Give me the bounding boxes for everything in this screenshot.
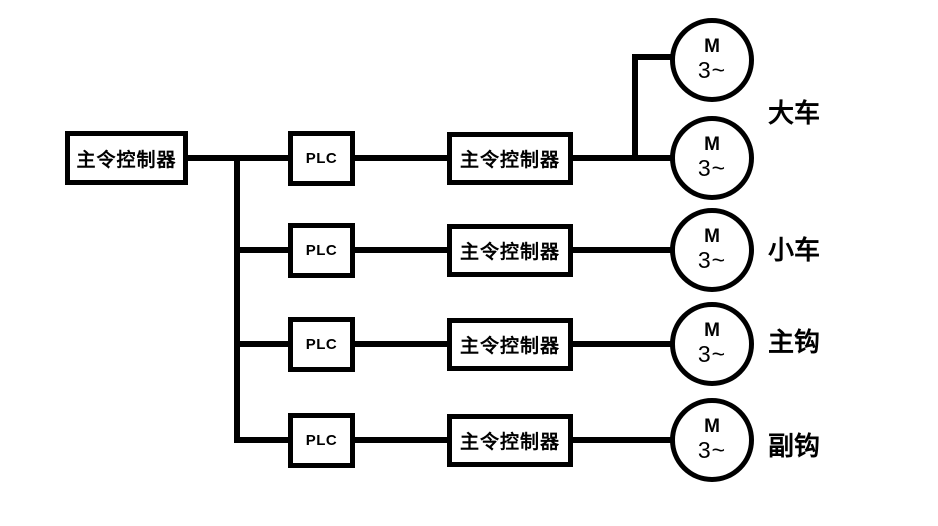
line-controller-to-motor-2 <box>573 247 673 253</box>
plc-label-2: PLC <box>305 242 338 259</box>
line-plc-to-controller-2 <box>355 247 447 253</box>
plc-box-3: PLC <box>288 317 355 372</box>
controller-label-1: 主令控制器 <box>459 150 560 171</box>
plc-label-4: PLC <box>305 432 338 449</box>
plc-box-1: PLC <box>288 131 355 186</box>
controller-box-4: 主令控制器 <box>447 414 573 467</box>
motor-4-phase: 3~ <box>697 436 727 463</box>
controller-box-2: 主令控制器 <box>447 224 573 277</box>
line-bus-to-plc-3 <box>234 341 288 347</box>
motor-3-letter: M <box>704 319 720 341</box>
motor-2-letter: M <box>704 225 720 247</box>
controller-label-2: 主令控制器 <box>459 242 560 263</box>
controller-label-3: 主令控制器 <box>459 336 560 357</box>
motor-1b-letter: M <box>704 133 720 155</box>
line-controller-to-motor-3 <box>573 341 673 347</box>
line-plc-to-controller-1 <box>355 155 447 161</box>
controller-box-3: 主令控制器 <box>447 318 573 371</box>
line-bus-to-plc-4 <box>234 437 288 443</box>
motor-1b: M 3~ <box>670 116 754 200</box>
plc-label-1: PLC <box>305 150 338 167</box>
line-plc-to-controller-4 <box>355 437 447 443</box>
plc-label-3: PLC <box>305 336 338 353</box>
group-label-aux-hook: 副钩 <box>768 431 821 461</box>
motor-4-letter: M <box>704 415 720 437</box>
motor-4: M 3~ <box>670 398 754 482</box>
motor-2-phase: 3~ <box>697 246 727 273</box>
group-label-gantry: 大车 <box>768 98 821 128</box>
motor-2: M 3~ <box>670 208 754 292</box>
plc-box-2: PLC <box>288 223 355 278</box>
line-branch-to-motor-1a <box>632 54 673 60</box>
bus-vertical-line <box>234 155 240 443</box>
line-controller-to-motor-1b <box>573 155 673 161</box>
group-label-main-hook: 主钩 <box>768 327 821 357</box>
line-controller-to-motor-4 <box>573 437 673 443</box>
line-bus-to-plc-2 <box>234 247 288 253</box>
controller-box-1: 主令控制器 <box>447 132 573 185</box>
group-label-trolley: 小车 <box>768 235 821 265</box>
motor-3-phase: 3~ <box>697 340 727 367</box>
motor-1a-letter: M <box>704 35 720 57</box>
master-controller-label: 主令控制器 <box>76 149 177 171</box>
master-controller-box: 主令控制器 <box>65 131 188 185</box>
plc-box-4: PLC <box>288 413 355 468</box>
controller-label-4: 主令控制器 <box>459 432 560 453</box>
motor-1a-phase: 3~ <box>697 56 727 83</box>
motor-1b-phase: 3~ <box>697 154 727 181</box>
line-plc-to-controller-3 <box>355 341 447 347</box>
motor-3: M 3~ <box>670 302 754 386</box>
branch-vertical-line-1 <box>632 57 638 158</box>
motor-1a: M 3~ <box>670 18 754 102</box>
